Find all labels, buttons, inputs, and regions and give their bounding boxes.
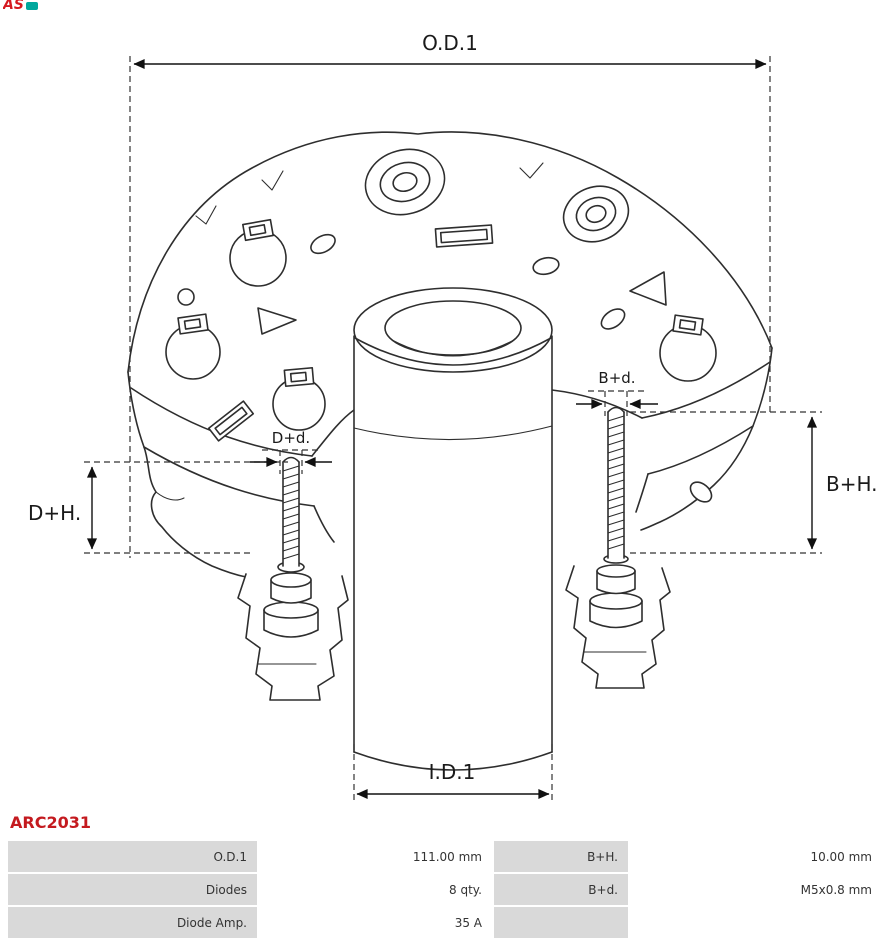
- dimension-dh: D+H.: [28, 461, 288, 554]
- spec-label: [494, 907, 628, 938]
- dimension-dd: D+d.: [250, 429, 332, 474]
- spec-label: Diodes: [8, 874, 257, 905]
- logo-mark: [25, 2, 38, 10]
- specs-table: O.D.1 111.00 mm B+H. 10.00 mm Diodes 8 q…: [8, 841, 882, 938]
- slot-top: [434, 224, 494, 248]
- triangle-mark-right: [629, 271, 667, 306]
- spec-value: M5x0.8 mm: [630, 874, 882, 905]
- left-stud-threads: [282, 465, 300, 560]
- dim-dh-label: D+H.: [28, 501, 81, 525]
- dimension-bd: B+d.: [576, 369, 658, 416]
- dim-bd-label: B+d.: [598, 369, 635, 387]
- left-stud: [237, 456, 349, 701]
- spec-label: O.D.1: [8, 841, 257, 872]
- part-number: ARC2031: [10, 813, 91, 832]
- technical-drawing: O.D.1 I.D.1 D+H. B+H. D+d. B+d.: [28, 31, 878, 804]
- right-stud: [565, 406, 671, 689]
- top-rivet: [364, 148, 446, 216]
- dim-od1-label: O.D.1: [422, 31, 478, 55]
- logo-text: AS: [3, 0, 24, 10]
- oval-hole: [532, 256, 560, 276]
- dim-id1-label: I.D.1: [429, 760, 476, 784]
- dimension-id1: I.D.1: [353, 744, 553, 804]
- small-hole: [177, 288, 195, 306]
- as-pl-logo: AS: [3, 0, 38, 10]
- spec-value: 8 qty.: [259, 874, 492, 905]
- oval-hole: [600, 308, 626, 330]
- dim-dd-label: D+d.: [272, 429, 310, 447]
- spec-value: 111.00 mm: [259, 841, 492, 872]
- plate-details: [165, 148, 717, 503]
- triangle-mark-left: [257, 307, 297, 335]
- dimension-od1: O.D.1: [129, 31, 771, 558]
- right-rivet: [562, 185, 630, 243]
- right-stud-threads: [607, 415, 625, 550]
- rectifier-diagram: O.D.1 I.D.1 D+H. B+H. D+d. B+d.: [28, 31, 878, 804]
- dimension-bh: B+H.: [630, 411, 878, 554]
- diode-4: [272, 367, 326, 431]
- diode-1: [229, 218, 287, 287]
- center-tube: [353, 287, 553, 771]
- diode-3: [659, 314, 717, 382]
- spec-label: B+H.: [494, 841, 628, 872]
- oval-hole: [310, 233, 336, 255]
- part-outline: [127, 131, 773, 578]
- spec-value: 10.00 mm: [630, 841, 882, 872]
- spec-value: 35 A: [259, 907, 492, 938]
- slot-left: [207, 400, 255, 442]
- spec-label: B+d.: [494, 874, 628, 905]
- oval-hole: [689, 481, 713, 503]
- spec-value: [630, 907, 882, 938]
- dim-bh-label: B+H.: [826, 472, 878, 496]
- spec-label: Diode Amp.: [8, 907, 257, 938]
- diode-2: [165, 313, 221, 380]
